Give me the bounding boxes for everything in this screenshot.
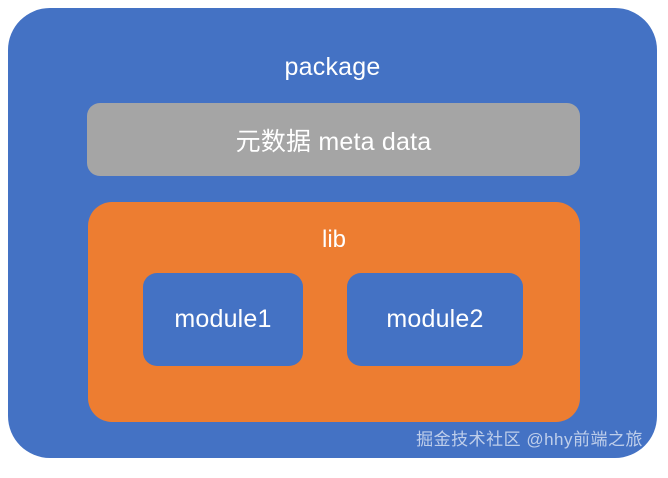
module-label-1: module1 bbox=[174, 305, 272, 333]
module-box-1: module1 bbox=[143, 273, 303, 366]
lib-title: lib bbox=[321, 226, 346, 253]
module-label-2: module2 bbox=[386, 305, 484, 333]
module-box-2: module2 bbox=[347, 273, 523, 366]
watermark-text: 掘金技术社区 @hhy前端之旅 bbox=[416, 430, 643, 449]
metadata-box: 元数据 meta data bbox=[87, 103, 580, 176]
package-title: package bbox=[284, 53, 381, 81]
metadata-label: 元数据 meta data bbox=[235, 127, 432, 156]
package-container: package 元数据 meta data lib module1 module… bbox=[8, 8, 657, 458]
lib-container: lib module1 module2 bbox=[88, 202, 580, 422]
